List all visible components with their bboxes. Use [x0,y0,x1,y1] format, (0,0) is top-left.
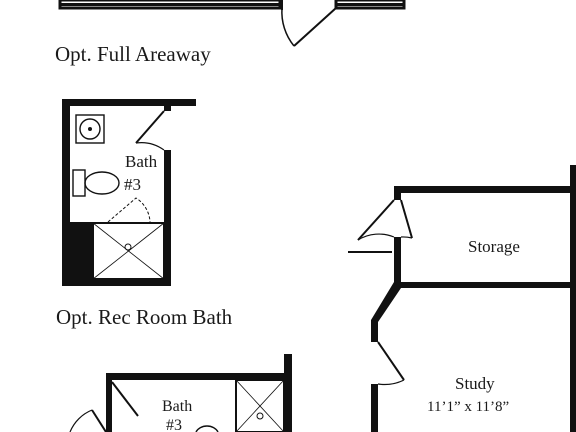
rec-bath-wall-right-top [164,99,171,111]
study-room-dimensions: 11’1” x 11’8” [427,399,509,415]
rec-bath-wall-right [164,150,171,286]
areaway-wall-right-fill [336,3,404,6]
storage-wall-left-bottom [394,237,401,287]
storage-wall-left-top [394,186,401,200]
storage-door-inner-leaf [400,199,413,239]
study-door-leaf [377,341,405,381]
lower-bath-plan: Bath #3 [69,354,292,432]
rec-bath-wall-left [62,99,70,286]
rec-bath-door-leaf [135,110,165,144]
areaway-wall-left-fill [60,3,280,6]
study-wall-left-bottom [371,384,378,432]
rec-bath-room-number: #3 [124,175,141,194]
study-door-swing [377,379,405,386]
lower-bath-room-number: #3 [166,417,182,432]
rec-bath-wall-left-thick [62,222,92,286]
lower-bath-door-swing [69,409,93,432]
areaway-door-swing [281,7,295,47]
lower-bath-wall-top [106,373,292,380]
right-outer-wall [570,165,576,432]
storage-study-divider [394,282,576,288]
rec-bath-wall-top [62,99,196,106]
lower-bath-wall-left [106,373,112,432]
toilet-icon [72,169,120,197]
lower-toilet-icon [195,425,219,432]
areaway-door-leaf [293,7,337,47]
study-wall-angled [371,282,401,340]
study-room-name: Study [455,374,495,393]
lower-bath-wall-right [284,354,292,432]
study-wall-left-top [371,320,378,342]
lower-bath-room-name: Bath [162,398,192,415]
storage-door-leaf [357,199,395,241]
sink-icon [75,114,105,144]
lower-bath-outer-door-leaf [91,409,107,432]
storage-door-inner-swing [400,236,413,239]
shower-icon [92,197,165,280]
lower-shower-icon [235,379,285,432]
storage-study-plan: Storage Study 11’1” x 11’8” [348,165,576,432]
areaway-plan [58,0,406,47]
areaway-caption: Opt. Full Areaway [55,42,211,66]
storage-wall-top [394,186,576,193]
rec-bath-plan: Bath #3 [62,99,196,286]
lower-bath-door-leaf [111,381,139,417]
storage-door-swing [357,233,395,241]
rec-bath-wall-bottom [62,279,170,286]
storage-room-name: Storage [468,237,520,256]
rec-bath-room-name: Bath [125,152,158,171]
rec-bath-door-swing [135,142,165,151]
rec-bath-caption: Opt. Rec Room Bath [56,305,233,329]
